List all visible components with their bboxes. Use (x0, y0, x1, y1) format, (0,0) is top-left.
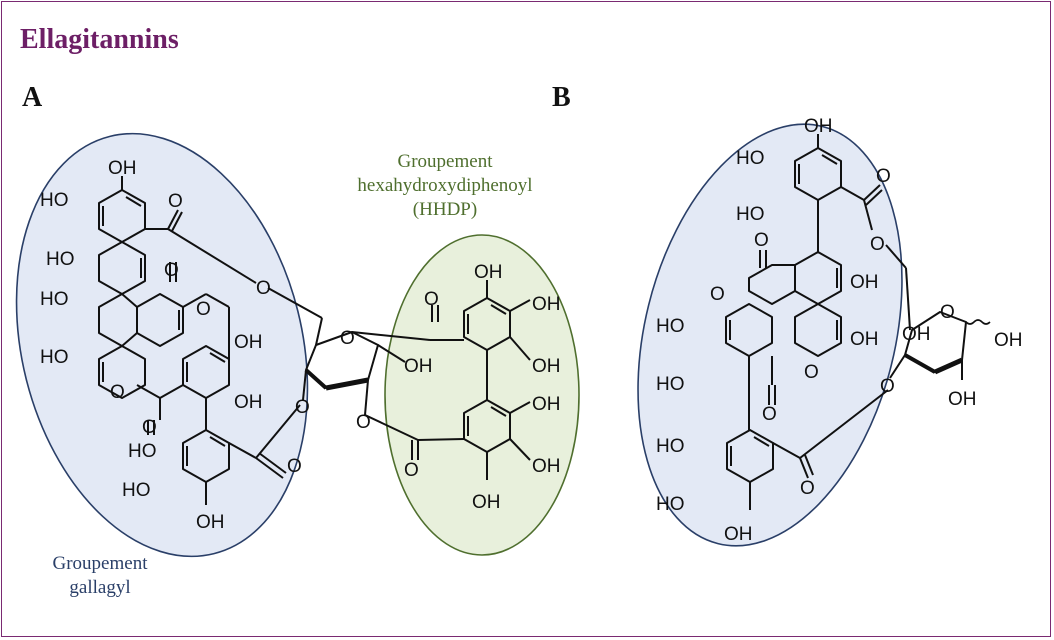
atom-oh: OH (234, 332, 263, 353)
atom-o: O (164, 260, 179, 281)
atom-oh: OH (850, 272, 879, 293)
atom-o: O (295, 397, 310, 418)
atom-ho: HO (128, 441, 157, 462)
atom-o: O (940, 302, 955, 323)
atom-oh: OH (532, 394, 561, 415)
atom-o: O (762, 404, 777, 425)
atom-ho: HO (122, 480, 151, 501)
atom-o: O (880, 376, 895, 397)
atom-o: O (287, 456, 302, 477)
atom-oh: OH (902, 324, 931, 345)
atom-oh: OH (404, 356, 433, 377)
atom-o: O (404, 460, 419, 481)
atom-oh: OH (724, 524, 753, 545)
atom-oh: OH (108, 158, 137, 179)
atom-o: O (710, 284, 725, 305)
atom-o: O (168, 191, 183, 212)
atom-ho: HO (656, 494, 685, 515)
atom-o: O (256, 278, 271, 299)
atom-ho: HO (736, 204, 765, 225)
hhdp-caption-line: (HHDP) (412, 199, 478, 220)
atom-ho: HO (40, 347, 69, 368)
gallagyl-caption: Groupement gallagyl (30, 552, 170, 600)
atom-oh: OH (948, 389, 977, 410)
atom-oh: OH (994, 330, 1023, 351)
atom-ho: HO (656, 316, 685, 337)
atom-ho: HO (40, 190, 69, 211)
panel-label-a: A (22, 82, 43, 113)
atom-o: O (110, 382, 125, 403)
atom-oh: OH (804, 116, 833, 137)
atom-o: O (196, 299, 211, 320)
atom-labels: OH HO O HO O O HO O HO OH O OH O HO HO O… (40, 116, 1023, 545)
atom-ho: HO (656, 374, 685, 395)
atom-o: O (424, 289, 439, 310)
atom-o: O (870, 234, 885, 255)
atom-oh: OH (532, 356, 561, 377)
gallagyl-highlight-b (637, 123, 903, 547)
hhdp-caption-line: Groupement (397, 151, 493, 172)
bond-lines (98, 134, 991, 510)
hhdp-highlight (384, 234, 580, 556)
atom-o: O (876, 166, 891, 187)
atom-ho: HO (40, 289, 69, 310)
atom-oh: OH (472, 492, 501, 513)
atom-oh: OH (850, 329, 879, 350)
atom-oh: OH (532, 294, 561, 315)
atom-o: O (142, 417, 157, 438)
figure-title: Ellagitannins (20, 24, 179, 55)
hhdp-caption: Groupement hexahydroxydiphenoyl (HHDP) (330, 150, 560, 222)
gallagyl-caption-line: gallagyl (69, 577, 131, 598)
atom-o: O (800, 478, 815, 499)
atom-oh: OH (196, 512, 225, 533)
atom-o: O (340, 328, 355, 349)
atom-ho: HO (736, 148, 765, 169)
atom-ho: HO (656, 436, 685, 457)
atom-o: O (804, 362, 819, 383)
gallagyl-highlight-a (15, 132, 309, 558)
atom-oh: OH (474, 262, 503, 283)
atom-ho: HO (46, 249, 75, 270)
atom-oh: OH (234, 392, 263, 413)
hhdp-caption-line: hexahydroxydiphenoyl (357, 175, 533, 196)
gallagyl-caption-line: Groupement (52, 553, 148, 574)
atom-oh: OH (532, 456, 561, 477)
atom-o: O (356, 412, 371, 433)
panel-label-b: B (552, 82, 571, 113)
atom-o: O (754, 230, 769, 251)
